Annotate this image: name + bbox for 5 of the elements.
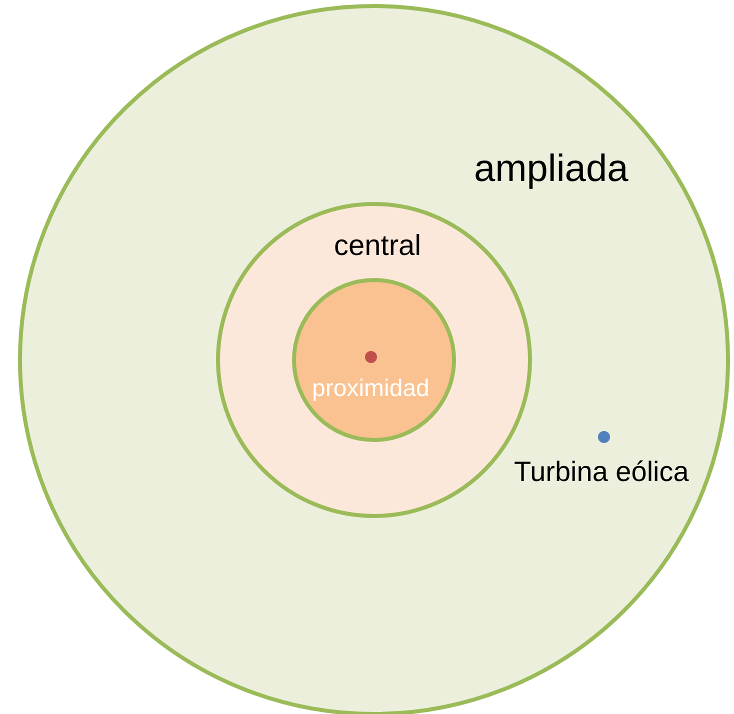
zone-label: proximidad [312, 377, 430, 401]
point-label: Turbina eólica [514, 458, 689, 486]
zone-label: central [334, 232, 422, 261]
zone-label: ampliada [474, 150, 628, 188]
center-point-marker [365, 351, 377, 363]
